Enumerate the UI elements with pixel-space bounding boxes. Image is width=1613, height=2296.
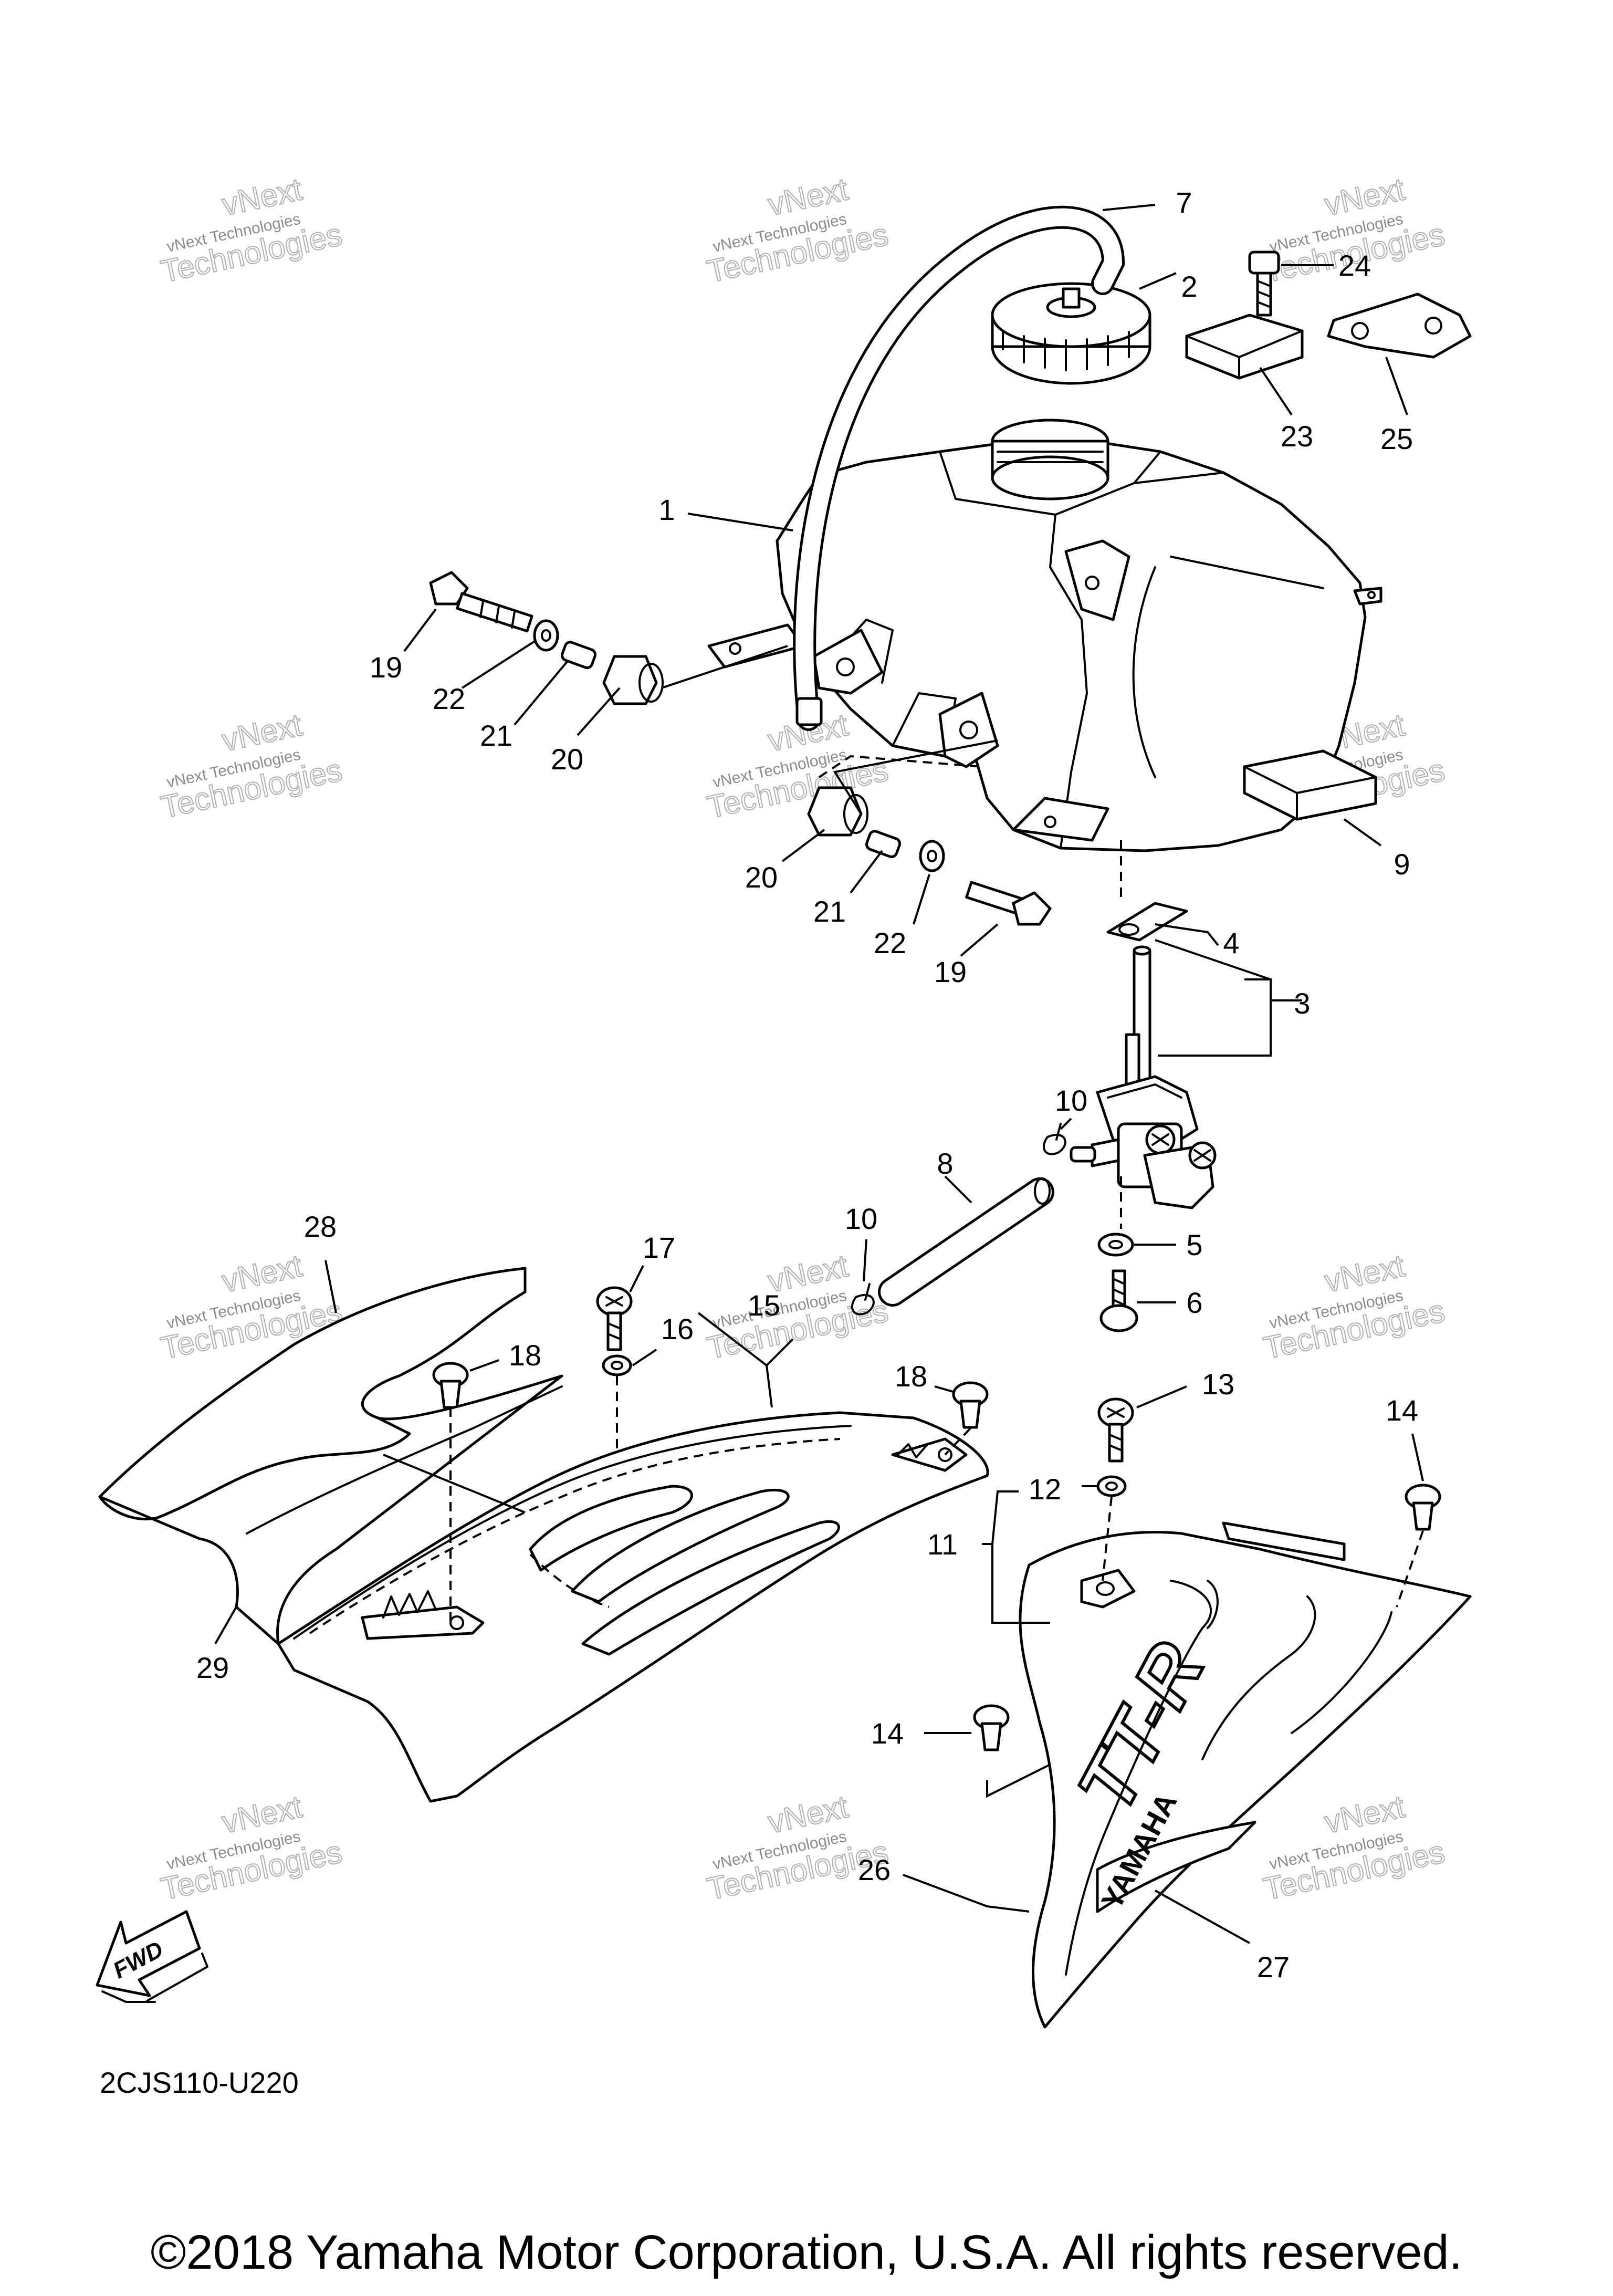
- callout-7: 7: [1176, 186, 1192, 219]
- callout-18-left: 18: [509, 1339, 541, 1372]
- fwd-arrow: FWD: [96, 1910, 208, 2003]
- callout-17: 17: [643, 1231, 675, 1264]
- callout-20-lower: 20: [745, 861, 778, 894]
- bolt-19-upper: [429, 571, 533, 633]
- callout-16: 16: [661, 1312, 694, 1345]
- callout-29: 29: [196, 1651, 229, 1684]
- fuel-hose-8: [878, 1177, 1054, 1307]
- callout-21-lower: 21: [813, 895, 846, 928]
- damper-9: [1243, 749, 1377, 821]
- rivet-18-left: [432, 1362, 469, 1409]
- side-cover-11: TT-R YAMAHA: [1019, 1521, 1472, 2029]
- callout-26: 26: [858, 1853, 891, 1886]
- callout-24: 24: [1338, 249, 1371, 282]
- rivet-14-left: [973, 1704, 1010, 1751]
- callout-9: 9: [1394, 848, 1410, 881]
- callout-22-lower: 22: [874, 926, 906, 959]
- rivet-14-right: [1405, 1484, 1441, 1531]
- callout-23: 23: [1281, 420, 1313, 453]
- screw-13: [1097, 1397, 1134, 1463]
- bolt-19-lower: [965, 881, 1052, 926]
- washer-22-lower: [919, 840, 945, 872]
- callout-12: 12: [1029, 1473, 1061, 1506]
- callout-10-lower: 10: [845, 1202, 877, 1235]
- breather-hose: [793, 205, 1125, 731]
- o-ring-5: [1097, 1233, 1134, 1257]
- collar-21-upper: [561, 641, 597, 670]
- callout-20-upper: 20: [551, 743, 583, 776]
- callout-11: 11: [927, 1528, 958, 1561]
- callout-labels: 1 2 3 4 5 6 7 8 9 10 10 11 12 13 14 14 1…: [196, 186, 1418, 1984]
- callout-4: 4: [1223, 926, 1239, 959]
- callout-2: 2: [1181, 270, 1197, 303]
- side-cover-15: [277, 1411, 989, 1803]
- diagram-reference: 2CJS110-U220: [100, 2066, 299, 2099]
- callout-1: 1: [658, 493, 675, 526]
- bolt-24: [1248, 251, 1280, 317]
- callout-14-right: 14: [1386, 1394, 1418, 1427]
- hose-clip-10-upper: [1042, 1123, 1066, 1155]
- callout-10-upper: 10: [1055, 1084, 1087, 1117]
- callout-13: 13: [1202, 1368, 1234, 1401]
- leader-lines: [214, 204, 1424, 1944]
- callout-27: 27: [1257, 1950, 1290, 1984]
- washer-22-upper: [533, 619, 559, 652]
- callout-19-lower: 19: [934, 955, 967, 988]
- collar-16: [602, 1354, 632, 1376]
- callout-19-upper: 19: [370, 651, 402, 684]
- callout-28: 28: [304, 1210, 337, 1243]
- hose-clip-10-lower: [851, 1283, 875, 1316]
- screw-17: [596, 1286, 633, 1351]
- callout-25: 25: [1380, 422, 1413, 455]
- fuel-cap: [991, 282, 1151, 385]
- callout-5: 5: [1186, 1228, 1202, 1261]
- callout-15: 15: [748, 1289, 780, 1322]
- fuel-tank: [707, 419, 1382, 852]
- callout-18-right: 18: [895, 1360, 927, 1393]
- plate-25: [1327, 293, 1472, 359]
- copyright-notice: ©2018 Yamaha Motor Corporation, U.S.A. A…: [151, 2226, 1462, 2279]
- grommet-20-lower: [807, 786, 868, 837]
- callout-22-upper: 22: [433, 682, 465, 715]
- callout-14-left: 14: [871, 1717, 904, 1750]
- fuel-cock: [1070, 902, 1217, 1209]
- damper-23: [1185, 314, 1304, 380]
- callout-6: 6: [1186, 1286, 1202, 1319]
- callout-3: 3: [1294, 987, 1310, 1020]
- decal-29: [98, 1374, 563, 1645]
- callout-21-upper: 21: [480, 719, 512, 752]
- collar-21-lower: [865, 830, 902, 859]
- assembly-lines: [449, 645, 1424, 1798]
- callout-8: 8: [937, 1147, 953, 1180]
- screw-6: [1099, 1269, 1138, 1332]
- collar-12: [1096, 1475, 1127, 1497]
- rivet-18-right: [952, 1381, 989, 1429]
